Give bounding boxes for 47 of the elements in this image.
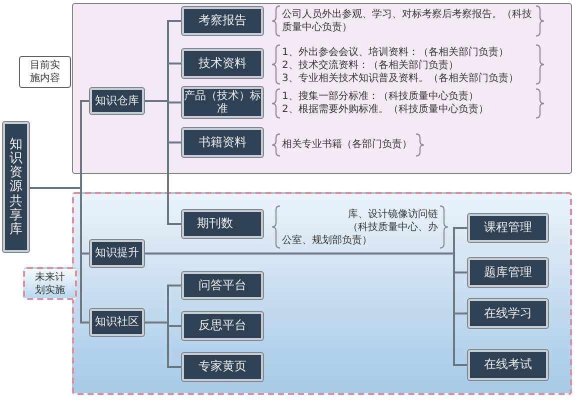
heading-box — [23, 267, 77, 300]
topic-box — [182, 7, 263, 35]
topic-box — [182, 312, 263, 340]
box-label: 知识社区 — [95, 316, 139, 329]
box-label: 产品（技术）标准 — [184, 90, 261, 116]
box-label: 知识资源共享库 — [10, 138, 22, 238]
description-text: 2、技术交流资料：（各相关部门负责） — [282, 59, 460, 72]
box-label: 目前实施内容 — [30, 59, 60, 85]
topic-box — [182, 128, 263, 157]
description-text: 相关专业书籍（各部门负责） — [282, 138, 413, 151]
description-text: 公司人员外出参观、学习、对标考察后考察报告。（科技质量中心负责） — [282, 8, 533, 34]
topic-box — [468, 258, 548, 287]
topic-box — [3, 122, 29, 252]
group-panel — [72, 192, 572, 395]
description-text: 2、根据需要外购标准。（科技质量中心负责） — [282, 103, 490, 116]
description-text: 1、搜集一部分标准：（科技质量中心负责） — [282, 90, 480, 103]
box-label: 期刊数 — [197, 217, 233, 231]
box-label: 未来计划实施 — [34, 270, 66, 296]
box-label: 在线学习 — [484, 306, 532, 320]
topic-box — [90, 309, 144, 336]
description-text: 3、专业相关技术知识普及资料。（各相关部门负责） — [282, 72, 520, 85]
box-label: 书籍资料 — [198, 136, 246, 150]
box-label: 反思平台 — [198, 319, 246, 333]
box-label: 技术资料 — [198, 56, 246, 70]
box-label: 专家黄页 — [198, 360, 246, 374]
topic-box — [90, 240, 144, 267]
box-label: 知识提升 — [95, 247, 139, 260]
box-label: 知识仓库 — [95, 94, 139, 108]
topic-box — [182, 353, 263, 381]
description-text: （科技质量中心、办公室、规划部负责） — [282, 221, 439, 247]
box-label: 课程管理 — [484, 221, 532, 235]
description-text: 库、设计镜像访问链 — [348, 208, 439, 221]
topic-box — [182, 49, 263, 78]
box-label: 问答平台 — [198, 278, 246, 292]
topic-box — [182, 210, 263, 238]
topic-box — [182, 272, 263, 299]
heading-box — [19, 56, 71, 88]
box-label: 题库管理 — [484, 266, 532, 280]
description-text: 1、外出参会会议、培训资料：（各相关部门负责） — [282, 46, 510, 59]
group-panel — [72, 3, 572, 174]
connector-line — [144, 322, 182, 368]
topic-box — [90, 88, 144, 114]
topic-box — [468, 214, 548, 242]
topic-box — [468, 350, 548, 380]
box-label: 在线考试 — [484, 358, 532, 372]
box-label: 考察报告 — [198, 14, 246, 28]
topic-box — [468, 299, 548, 328]
